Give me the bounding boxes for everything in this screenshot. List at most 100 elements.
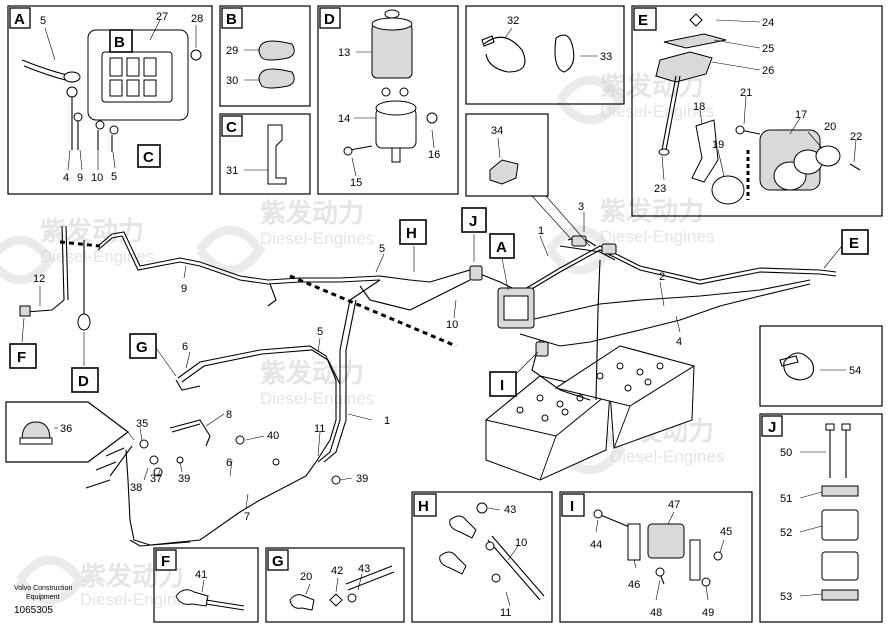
label-27: 27 [156,11,168,23]
main-tag-d: D [78,373,89,390]
label-39: 39 [178,473,190,485]
label-37: 37 [150,473,162,485]
clip-32 [483,36,526,73]
panel-g: G 20 42 43 [265,547,405,623]
label-33: 33 [600,51,612,63]
panel-e: E 24 25 26 18 21 17 20 22 19 23 [631,5,883,217]
panel-f: F 41 [153,547,259,623]
main-tag-j: J [469,213,477,230]
watermark-cn: 紫发动力 [40,216,144,246]
bushing-19 [711,175,745,205]
label-12: 12 [33,273,45,285]
label-22: 22 [850,131,862,143]
label-11: 11 [314,423,325,435]
label-21: 21 [740,87,752,99]
main-tag-e: E [849,235,859,252]
boot-h-1 [449,515,477,539]
panel-d: D 13 14 16 15 [317,5,459,195]
label-4: 4 [676,336,682,348]
panel-clips: 32 33 [465,5,625,105]
clamp-30 [258,68,295,89]
label-7: 7 [244,511,250,523]
label-24: 24 [762,17,774,29]
label-23: 23 [654,183,666,195]
panel-c: C 31 [219,113,311,195]
boot-41 [175,589,209,607]
label-5: 5 [40,15,46,27]
label-44: 44 [590,539,602,551]
label-43: 43 [504,504,516,516]
watermark-en: Diesel-Engines [80,590,194,609]
footer: Volvo Construction Equipment 1065305 [14,585,72,616]
footer-line-1: Volvo Construction [14,585,72,592]
watermark-en: Diesel-Engines [600,102,714,121]
part-20 [815,145,841,167]
main-tag-a: A [496,239,507,256]
clamp-29 [258,40,295,61]
label-43: 43 [358,563,370,575]
label-51: 51 [780,493,792,505]
cap-36 [21,421,51,441]
main-tag-i: I [500,377,504,394]
cover-13 [371,23,413,79]
watermark-en: Diesel-Engines [40,247,154,266]
bracket-46 [627,523,641,561]
label-50: 50 [780,447,792,459]
label-10: 10 [446,319,458,331]
panel-h: H 43 10 11 [411,491,553,623]
label-1: 1 [538,225,544,237]
main-tag-g: G [136,339,148,356]
clamp-47 [647,523,685,559]
label-45: 45 [720,526,732,538]
label-19: 19 [712,139,724,151]
panel-part-34: 34 [465,113,549,197]
main-tag-h: H [406,225,417,242]
label-53: 53 [780,591,792,603]
panel-c-letter: C [226,119,237,136]
panel-part-36: 36 [5,401,129,463]
label-16: 16 [428,149,440,161]
label-10: 10 [91,172,103,184]
label-18: 18 [693,101,705,113]
label-47: 47 [668,499,680,511]
label-5: 5 [317,326,323,338]
label-15: 15 [350,177,362,189]
label-39: 39 [356,473,368,485]
label-14: 14 [338,113,350,125]
panel-b-letter: B [226,11,237,28]
label-38: 38 [130,482,142,494]
footer-doc-number: 1065305 [14,605,53,616]
panel-i: I 44 47 45 46 48 49 [559,491,753,623]
watermark: 紫发动力 Diesel-Engines 紫发动力 Diesel-Engines … [0,71,724,609]
watermark-en: Diesel-Engines [610,447,724,466]
clip-33 [554,34,575,73]
label-32: 32 [507,15,519,27]
panel-j-letter: J [768,419,776,436]
panel-e-letter: E [638,12,648,29]
clip-54 [783,352,815,381]
label-36: 36 [60,423,72,435]
label-48: 48 [650,607,662,619]
plate-51 [821,485,859,497]
label-28: 28 [191,13,203,25]
label-25: 25 [762,43,774,55]
label-9: 9 [181,283,187,295]
label-49: 49 [702,607,714,619]
footer-line-2: Equipment [26,594,60,601]
holder-26 [655,51,713,83]
panel-i-letter: I [570,498,574,515]
main-assembly: 3 1 2 4 5 10 9 12 6 5 8 35 40 11 1 37 38… [9,195,869,547]
panel-j: J 50 51 52 53 [759,413,883,623]
label-40: 40 [267,430,279,442]
battery-right [554,345,696,449]
panel-part-54: 54 [759,325,883,407]
panel-b: B 29 30 [219,5,311,107]
bracket-31 [267,124,287,185]
label-26: 26 [762,65,774,77]
watermark-cn: 紫发动力 [260,198,364,228]
main-tag-f: F [17,349,26,366]
watermark-en: Diesel-Engines [260,389,374,408]
label-5: 5 [111,171,117,183]
watermark-cn: 紫发动力 [260,358,364,388]
panel-a: A 5 27 28 4 9 10 5 B C [7,5,213,195]
